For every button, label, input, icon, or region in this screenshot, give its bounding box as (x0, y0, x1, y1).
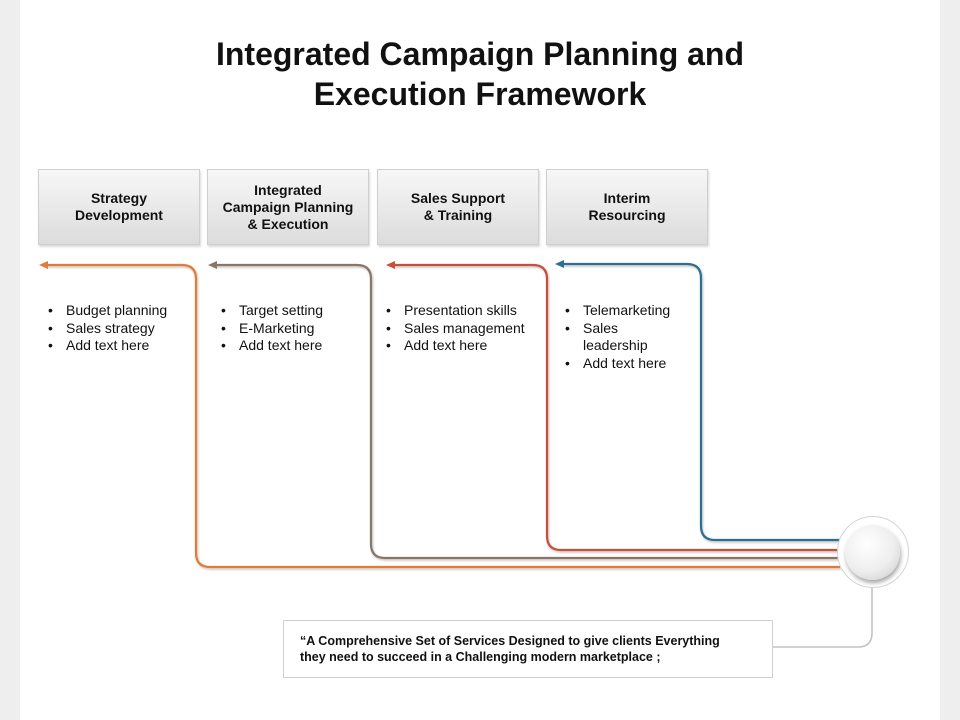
arrow-head-strategy (39, 261, 48, 269)
arrow-head-integrated-campaign (208, 261, 217, 269)
header-line: Resourcing (588, 207, 666, 223)
header-box-integrated-campaign: Integrated Campaign Planning & Execution (207, 169, 369, 245)
list-item: E-Marketing (221, 320, 323, 338)
page-title: Integrated Campaign Planning and Executi… (0, 34, 960, 114)
flow-line-integrated-campaign (215, 263, 840, 560)
header-line: Sales Support (410, 190, 506, 206)
header-line: & Execution (247, 215, 329, 232)
page-title-line-2: Execution Framework (313, 76, 647, 112)
list-item: Budget planning (48, 302, 167, 320)
bullet-list-sales-support: Presentation skills Sales management Add… (386, 302, 525, 355)
slide-background (20, 0, 940, 720)
quote-connector-line (773, 588, 873, 648)
list-item: Add text here (221, 337, 323, 355)
list-item: Add text here (48, 337, 167, 355)
list-item-line: Sales (583, 319, 619, 336)
quote-line-1: “A Comprehensive Set of Services Designe… (300, 634, 720, 648)
bullet-list-interim-resourcing: Telemarketing Sales leadership Add text … (565, 302, 670, 372)
header-line: & Training (423, 207, 493, 223)
arrow-head-sales-support (386, 261, 395, 269)
flow-line-strategy (46, 263, 840, 569)
hub-circle (845, 525, 900, 580)
list-item: Sales leadership (565, 320, 670, 355)
list-item: Sales management (386, 320, 525, 338)
arrow-head-interim-resourcing (555, 260, 564, 268)
list-item-line: leadership (583, 337, 648, 353)
header-box-interim-resourcing: Interim Resourcing (546, 169, 708, 245)
page-title-line-1: Integrated Campaign Planning and (215, 36, 745, 72)
list-item: Telemarketing (565, 302, 670, 320)
header-line: Integrated (254, 181, 322, 198)
list-item: Presentation skills (386, 302, 525, 320)
header-line: Development (75, 207, 163, 223)
list-item: Sales strategy (48, 320, 167, 338)
bullet-list-integrated-campaign: Target setting E-Marketing Add text here (221, 302, 323, 355)
header-line: Strategy (90, 190, 147, 206)
list-item: Add text here (565, 355, 670, 373)
quote-line-2: they need to succeed in a Challenging mo… (300, 650, 661, 664)
bullet-list-strategy: Budget planning Sales strategy Add text … (48, 302, 167, 355)
list-item: Add text here (386, 337, 525, 355)
flow-line-sales-support (393, 263, 840, 552)
flow-line-interim-resourcing (562, 262, 840, 542)
quote-box: “A Comprehensive Set of Services Designe… (283, 620, 773, 678)
header-box-strategy-development: Strategy Development (38, 169, 200, 245)
header-line: Campaign Planning (222, 198, 354, 215)
header-box-sales-support: Sales Support & Training (377, 169, 539, 245)
header-line: Interim (603, 190, 651, 206)
list-item: Target setting (221, 302, 323, 320)
